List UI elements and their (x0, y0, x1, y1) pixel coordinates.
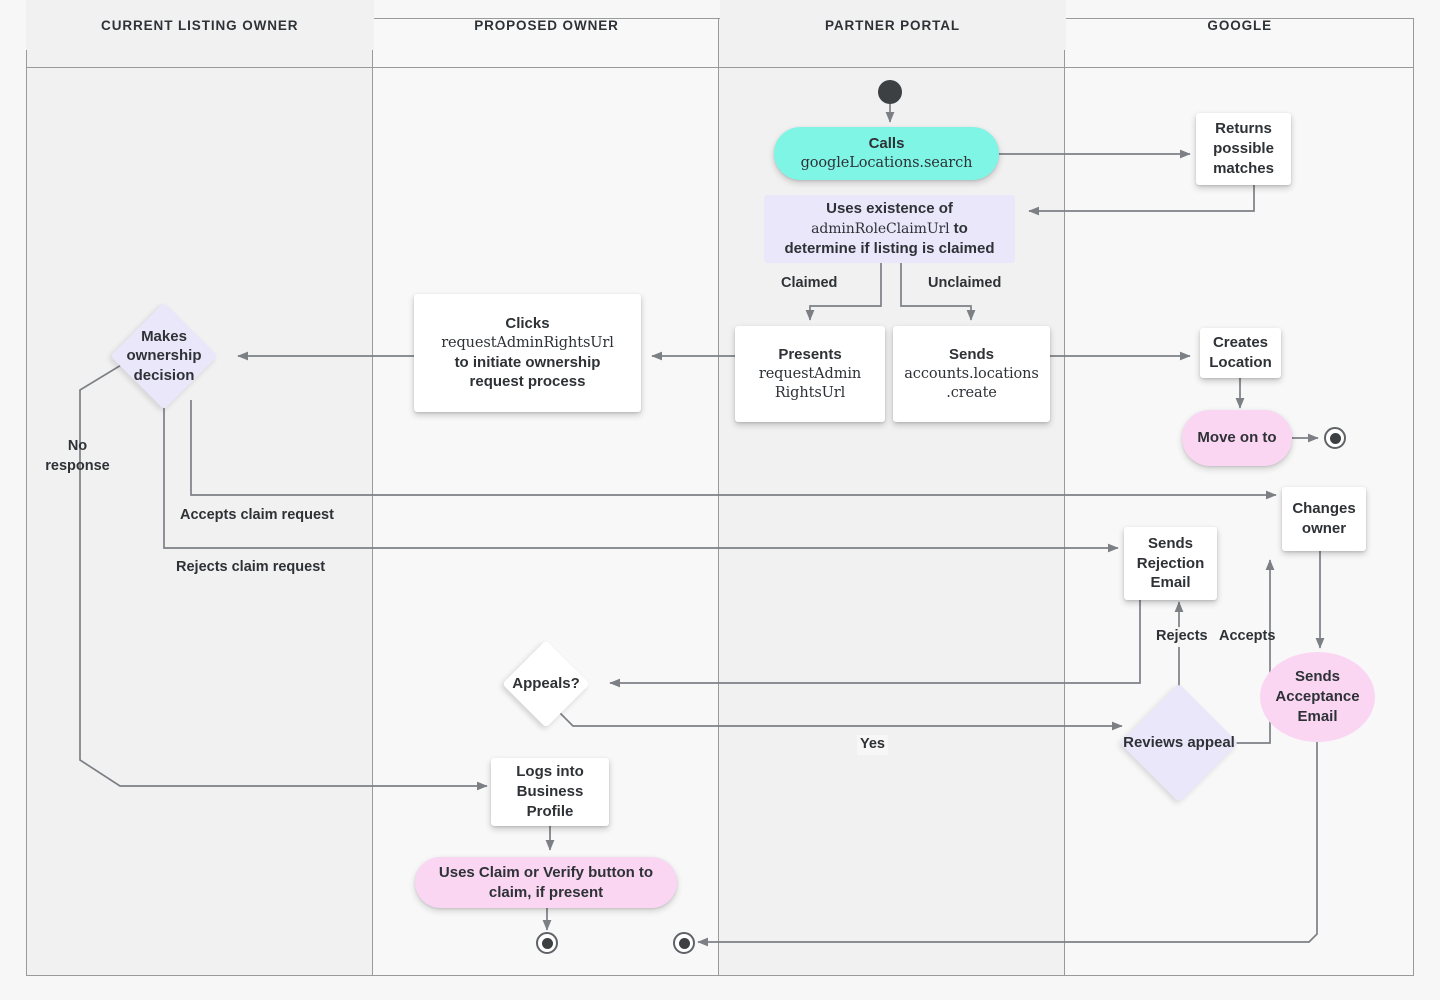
edge-label-unclaimed: Unclaimed (928, 275, 1002, 291)
node-label: Reviews appeal (1123, 734, 1235, 752)
node-title: Presents (778, 345, 842, 363)
node-sends-acceptance-email[interactable]: Sends Acceptance Email (1260, 652, 1375, 742)
node-code: googleLocations.search (800, 154, 973, 171)
node-line-1: Uses existence of (826, 200, 953, 218)
end-node-proposed-owner (536, 932, 558, 954)
edge-acceptance-email-to-end (697, 742, 1318, 947)
edge-decision-rejects-to-rejection-email (163, 400, 1119, 553)
edge-rejection-email-to-appeals (609, 600, 1141, 688)
edge-label-claimed: Claimed (781, 275, 838, 291)
edge-label-rejects-claim-request: Rejects claim request (176, 559, 326, 575)
lane-header-label: GOOGLE (1207, 17, 1273, 33)
edge-label-rejects: Rejects (1153, 627, 1211, 647)
node-title: Sends (948, 345, 994, 363)
lane-header-label: PARTNER PORTAL (824, 17, 961, 33)
node-reviews-appeal[interactable]: Reviews appeal (1119, 683, 1239, 803)
node-presents-request-admin-rights-url[interactable]: Presents requestAdmin RightsUrl (735, 326, 885, 422)
start-node-partner-portal (878, 80, 902, 104)
edge-label-no-response: No response (45, 438, 110, 474)
node-line-2: to initiate ownership (454, 353, 601, 371)
node-code: accounts.locations .create (904, 365, 1039, 401)
node-label: Changes owner (1292, 500, 1356, 537)
node-label: Makes ownership decision (126, 327, 202, 384)
node-label: Appeals? (512, 675, 580, 693)
node-label: Returns possible matches (1213, 120, 1274, 177)
node-line-3: request process (469, 373, 586, 391)
node-returns-possible-matches[interactable]: Returns possible matches (1196, 113, 1291, 185)
edge-label-accepts: Accepts (1219, 628, 1276, 644)
node-logs-into-business-profile[interactable]: Logs into Business Profile (491, 758, 609, 826)
edge-returns-to-uses (1028, 185, 1255, 216)
node-creates-location[interactable]: Creates Location (1200, 328, 1281, 378)
edge-uses-to-sends (900, 263, 976, 321)
node-appeals[interactable]: Appeals? (502, 640, 590, 728)
lane-header-google: GOOGLE (1066, 0, 1415, 50)
edge-reviews-accepts-to-changes-owner (1222, 559, 1275, 744)
end-node-google (1324, 427, 1346, 449)
node-uses-existence-of-admin-role-claim-url[interactable]: Uses existence of adminRoleClaimUrl to d… (764, 195, 1015, 263)
lane-column-proposed-owner (373, 19, 719, 975)
node-code: requestAdmin RightsUrl (758, 365, 862, 401)
node-title: Calls (868, 135, 905, 153)
node-clicks-request-admin-rights-url[interactable]: Clicks requestAdminRightsUrl to initiate… (414, 294, 641, 412)
edge-label-accepts-claim-request: Accepts claim request (180, 507, 334, 523)
node-label: Creates Location (1209, 334, 1272, 371)
node-makes-ownership-decision[interactable]: Makes ownership decision (110, 302, 218, 410)
edge-appeals-yes-to-reviews (559, 712, 1123, 731)
swimlane-frame (26, 18, 1414, 976)
node-code: adminRoleClaimUrl (811, 221, 950, 238)
node-code: requestAdminRightsUrl (441, 334, 614, 351)
lane-header-current-listing-owner: CURRENT LISTING OWNER (26, 0, 374, 50)
node-label: Logs into Business Profile (516, 763, 584, 820)
node-line-2: to (949, 220, 968, 238)
node-changes-owner[interactable]: Changes owner (1282, 487, 1366, 551)
node-label: Sends Acceptance Email (1275, 668, 1360, 725)
lane-header-partner-portal: PARTNER PORTAL (719, 0, 1066, 50)
lane-header-proposed-owner: PROPOSED OWNER (374, 0, 720, 50)
node-line-3: determine if listing is claimed (784, 239, 995, 257)
node-move-on-to[interactable]: Move on to (1182, 410, 1292, 466)
node-label: Sends Rejection Email (1136, 534, 1205, 592)
edge-decision-accepts-to-changes-owner (190, 400, 1277, 500)
node-label: Uses Claim or Verify button to claim, if… (438, 863, 654, 901)
lane-header-label: CURRENT LISTING OWNER (101, 17, 299, 33)
swimlane-header-row (26, 18, 1414, 68)
node-sends-rejection-email[interactable]: Sends Rejection Email (1124, 527, 1217, 600)
node-title: Clicks (505, 314, 550, 332)
edge-uses-to-presents (805, 263, 882, 321)
end-node-partner-portal (673, 932, 695, 954)
edge-label-yes: Yes (857, 735, 888, 755)
node-uses-claim-or-verify-button[interactable]: Uses Claim or Verify button to claim, if… (415, 857, 677, 908)
edge-decision-noresponse-to-logs-in (79, 355, 488, 791)
lane-header-label: PROPOSED OWNER (474, 17, 619, 33)
node-label: Move on to (1197, 429, 1277, 447)
node-calls-google-locations-search[interactable]: Calls googleLocations.search (774, 127, 999, 180)
lane-column-current-listing-owner (27, 19, 373, 975)
node-sends-accounts-locations-create[interactable]: Sends accounts.locations .create (893, 326, 1050, 422)
